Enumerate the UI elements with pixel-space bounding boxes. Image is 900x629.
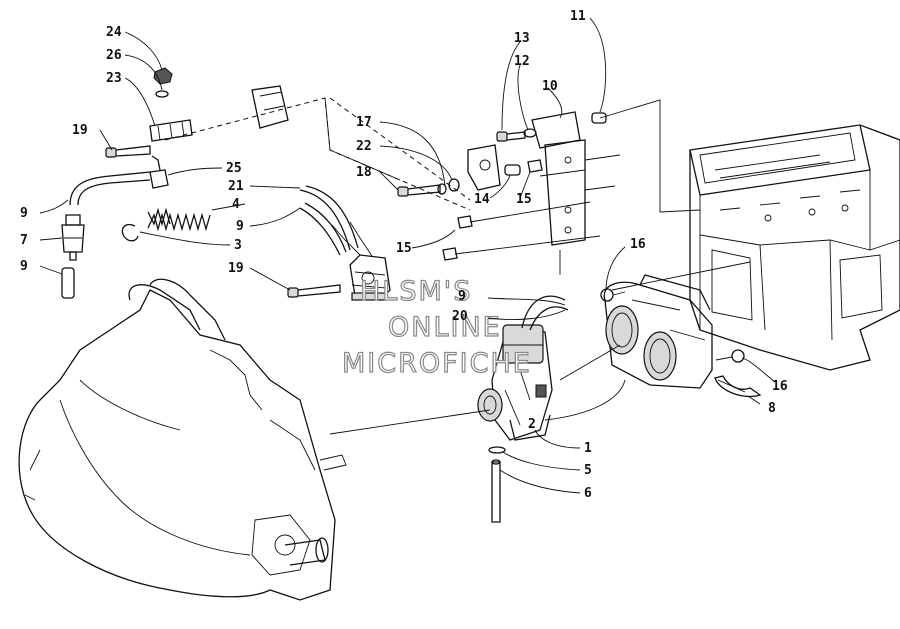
callout-25: 25 [226, 161, 242, 176]
bolt-19-upper [105, 145, 151, 158]
hose-9-lower [61, 267, 75, 299]
callout-4: 4 [232, 197, 240, 212]
watermark-line-3: MICROFICHE [342, 348, 532, 379]
nut-15-upper [527, 159, 543, 173]
callout-5: 5 [584, 463, 592, 478]
callout-14: 14 [474, 192, 490, 207]
callout-1: 1 [584, 441, 592, 456]
engine-block [18, 278, 347, 601]
watermark: HLSM'S ONLINE MICROFICHE [341, 275, 532, 379]
tube-6 [491, 459, 501, 523]
callout-15-right: 15 [516, 192, 532, 207]
callout-15-left: 15 [396, 241, 412, 256]
bolt-13 [496, 131, 526, 142]
callout-20: 20 [452, 309, 468, 324]
rivet-16-lower [715, 349, 745, 363]
callout-9-upper: 9 [20, 206, 28, 221]
callout-22: 22 [356, 139, 372, 154]
bracket-22-17 [467, 144, 501, 191]
bolt-18 [397, 184, 441, 197]
fuel-filter-7 [61, 214, 85, 261]
callout-6: 6 [584, 486, 592, 501]
callout-23: 23 [106, 71, 122, 86]
isolator-block [251, 85, 289, 129]
fitting-25 [149, 155, 169, 189]
callout-labels: 24 26 23 19 25 9 7 9 21 4 9 3 19 17 22 1… [20, 9, 788, 501]
callout-18: 18 [356, 165, 372, 180]
callout-17: 17 [356, 115, 372, 130]
callout-9-carb: 9 [458, 289, 466, 304]
fuel-hose-9-mid [299, 202, 347, 256]
watermark-line-1: HLSM'S [360, 276, 472, 307]
callout-21: 21 [228, 179, 244, 194]
rivet-16-upper [600, 288, 626, 302]
callout-9-lower: 9 [20, 259, 28, 274]
callout-19-lower: 19 [228, 261, 244, 276]
watermark-line-2: ONLINE [388, 312, 502, 343]
callout-9-mid: 9 [236, 219, 244, 234]
bracket-23 [149, 119, 193, 142]
callout-19-upper: 19 [72, 123, 88, 138]
callout-2: 2 [528, 417, 536, 432]
callout-24: 24 [106, 25, 122, 40]
callout-7: 7 [20, 233, 28, 248]
washer-22 [448, 178, 460, 192]
fuel-line-9-upper [69, 171, 151, 206]
callout-8: 8 [768, 401, 776, 416]
spring-4 [147, 207, 211, 232]
callout-12: 12 [514, 54, 530, 69]
washer-12 [523, 128, 537, 138]
strap-8 [714, 375, 762, 398]
airbox-housing [689, 124, 900, 371]
callout-3: 3 [234, 238, 242, 253]
nut-26 [153, 67, 173, 85]
assembly-leader-lines [164, 97, 751, 435]
carburetor [477, 295, 569, 441]
washer-24 [155, 90, 169, 98]
callout-16-lower: 16 [772, 379, 788, 394]
callout-16-upper: 16 [630, 237, 646, 252]
washer-17 [437, 183, 447, 195]
fuel-hose-21 [299, 185, 359, 251]
clamp-3 [121, 223, 139, 242]
callout-13: 13 [514, 31, 530, 46]
callout-10: 10 [542, 79, 558, 94]
spacer-14 [504, 164, 521, 176]
bolt-19-lower [287, 284, 341, 298]
callout-11: 11 [570, 9, 586, 24]
washer-5 [488, 446, 506, 454]
nut-15-lower [442, 215, 473, 261]
air-intake-silencer [603, 274, 713, 389]
callout-26: 26 [106, 48, 122, 63]
grommet-11 [591, 112, 607, 124]
fuel-pump [331, 221, 391, 301]
mount-plate [531, 111, 621, 246]
callout-leaders [39, 17, 776, 494]
